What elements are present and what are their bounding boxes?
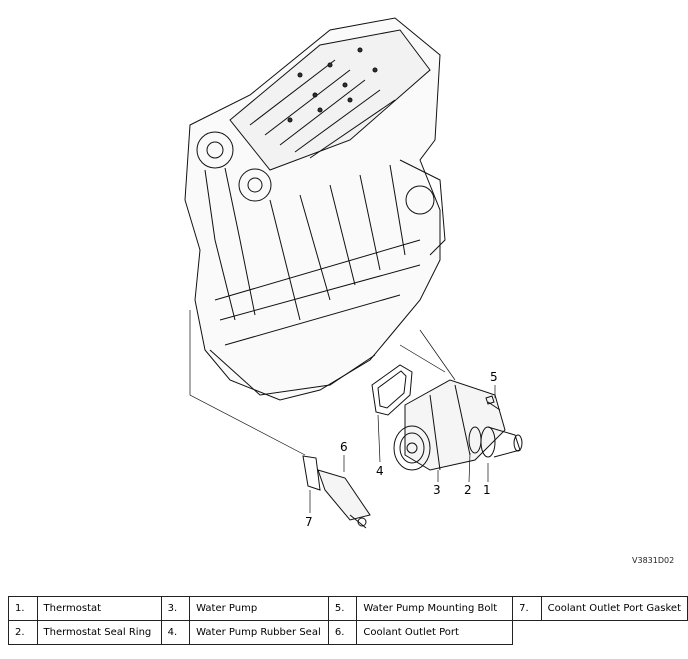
callout-1: 1: [483, 483, 491, 497]
callout-5: 5: [490, 370, 498, 384]
legend-number: 7.: [512, 596, 542, 621]
legend-row: 2. Thermostat Seal Ring 4. Water Pump Ru…: [8, 620, 688, 645]
legend-part-name: Water Pump: [189, 596, 329, 621]
legend-empty-cell: [513, 621, 542, 645]
legend-part-name: Thermostat Seal Ring: [36, 620, 162, 645]
legend-number: 3.: [160, 596, 191, 621]
legend-part-name: Coolant Outlet Port Gasket: [540, 596, 688, 621]
callout-3: 3: [433, 483, 441, 497]
water-pump-rubber-seal: [371, 364, 413, 416]
legend-number: 1.: [8, 596, 38, 621]
legend-part-name: Coolant Outlet Port: [356, 620, 514, 645]
legend-number: 6.: [327, 620, 358, 645]
callout-7: 7: [305, 515, 313, 529]
engine-drawing: [184, 17, 523, 529]
callout-4: 4: [376, 464, 384, 478]
legend-empty-cell: [541, 621, 687, 645]
callout-2: 2: [464, 483, 472, 497]
figure-code: V3831D02: [632, 556, 675, 565]
coolant-outlet-port-gasket: [302, 455, 321, 491]
legend-number: 5.: [327, 596, 358, 621]
legend-part-name: Thermostat: [36, 596, 162, 621]
parts-legend-table: 1. Thermostat 3. Water Pump 5. Water Pum…: [8, 596, 688, 645]
callout-6: 6: [340, 440, 348, 454]
thermostat: [480, 426, 523, 458]
legend-number: 4.: [160, 620, 191, 645]
legend-row: 1. Thermostat 3. Water Pump 5. Water Pum…: [8, 596, 688, 621]
legend-part-name: Water Pump Rubber Seal: [189, 620, 329, 645]
legend-number: 2.: [8, 620, 38, 645]
legend-part-name: Water Pump Mounting Bolt: [356, 596, 514, 621]
water-pump-mounting-bolt: [485, 395, 501, 411]
coolant-outlet-port: [317, 469, 371, 529]
exploded-parts-diagram: 1 2 3 4 5 6 7 V3831D02: [184, 17, 675, 565]
